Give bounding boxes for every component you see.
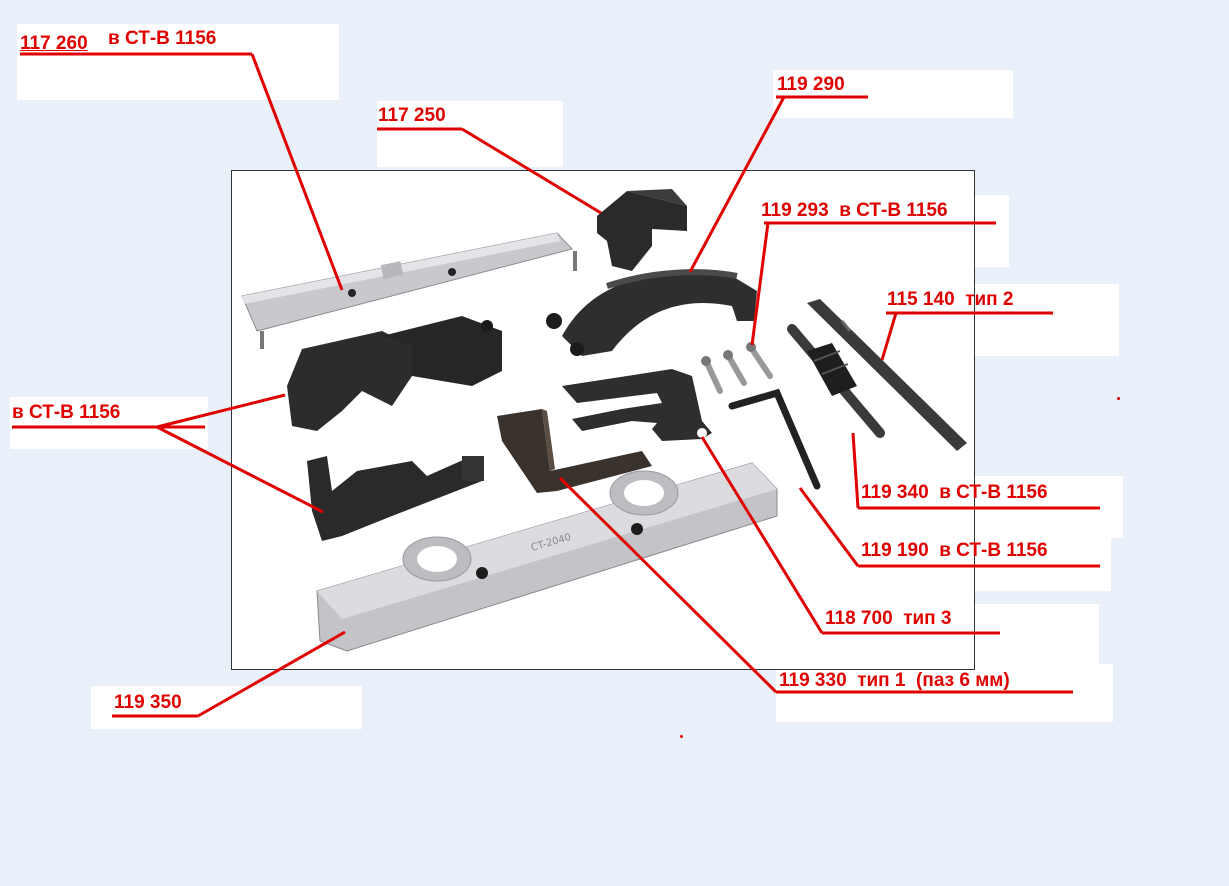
label-119340: 119 340 в СТ-В 1156 (861, 482, 1048, 503)
tool-119293-bolts (701, 342, 773, 394)
label-117260-number: 117 260 (20, 33, 88, 54)
tool-117260-bar (241, 232, 577, 349)
tool-115140-rod (807, 299, 967, 451)
tool-119340-bolt (787, 324, 885, 438)
tool-119290-arc (546, 269, 757, 356)
tool-left-brackets (287, 316, 502, 541)
stray-dot (1117, 397, 1120, 400)
tool-118700-fork (562, 369, 712, 441)
tool-117250-block (597, 189, 687, 271)
label-119290: 119 290 (777, 74, 845, 95)
label-box-117260 (17, 24, 339, 100)
tool-119330-plate (497, 409, 652, 493)
label-box-119290 (773, 70, 1013, 118)
label-box-119350 (91, 686, 362, 729)
label-ct-b1156: в СТ-В 1156 (12, 402, 121, 423)
label-118700: 118 700 тип 3 (825, 608, 952, 629)
tool-kit-illustration: CT-2040 (241, 189, 967, 652)
label-115140: 115 140 тип 2 (887, 289, 1014, 310)
stray-dot (680, 735, 683, 738)
label-119350: 119 350 (114, 692, 182, 713)
tool-119350-plate: CT-2040 (316, 462, 778, 652)
label-119190: 119 190 в СТ-В 1156 (861, 540, 1048, 561)
label-119330: 119 330 тип 1 (паз 6 мм) (779, 670, 1010, 691)
label-117250: 117 250 (378, 105, 446, 126)
label-119293: 119 293 в СТ-В 1156 (761, 200, 948, 221)
label-117260-note: в СТ-В 1156 (108, 28, 217, 49)
tool-kit-photo: CT-2040 (231, 170, 975, 670)
tool-119190-hexkey (728, 388, 821, 490)
